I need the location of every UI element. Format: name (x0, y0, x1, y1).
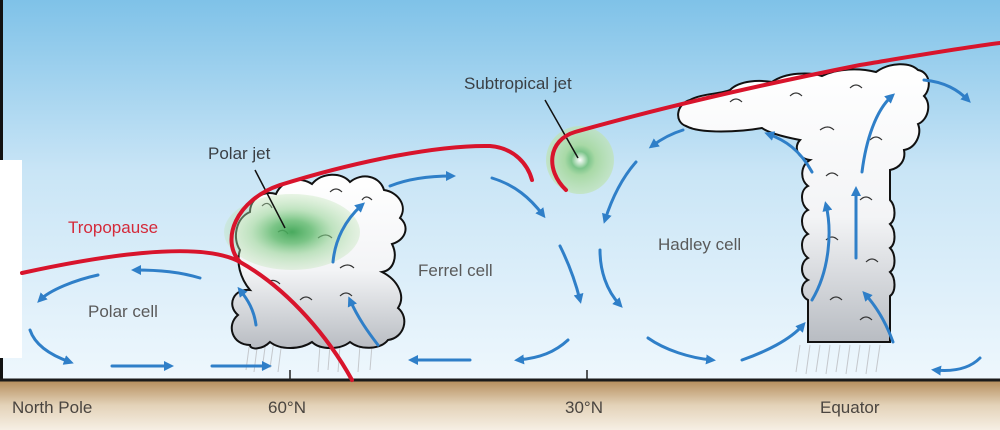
flow-arrow (646, 336, 716, 365)
tropopause-polar-segment (20, 249, 354, 382)
hadley-cell-label: Hadley cell (658, 235, 742, 254)
tropopause-line (20, 41, 1000, 382)
subtropical-jet-leader (544, 99, 579, 159)
flow-arrow (598, 248, 623, 308)
axis-label-60n: 60°N (268, 398, 306, 417)
subtropical-jet-core (546, 126, 614, 194)
axis-label-north-pole: North Pole (12, 398, 93, 417)
flow-arrow (237, 286, 258, 327)
flow-arrow (558, 244, 584, 304)
polar-jet-core (224, 194, 360, 270)
flow-arrow (388, 171, 456, 188)
rain-streaks-equator (795, 344, 881, 375)
flow-arrow (490, 176, 546, 219)
tropopause-ferrel-segment (229, 143, 534, 264)
axis-label-30n: 30°N (565, 398, 603, 417)
tropopause-hadley-segment (550, 41, 1000, 192)
equatorial-cloud-texture (729, 84, 883, 321)
equatorial-cloud (677, 63, 930, 343)
flow-arrow (37, 273, 100, 303)
polar-cell-label: Polar cell (88, 302, 158, 321)
flow-arrow (331, 202, 365, 264)
flow-arrow (931, 356, 982, 376)
flow-arrow (347, 296, 380, 347)
ground (0, 380, 1000, 430)
ferrel-cell-label: Ferrel cell (418, 261, 493, 280)
flow-arrow (514, 338, 570, 365)
tropopause-label: Tropopause (68, 218, 159, 237)
flow-arrow (922, 78, 971, 103)
circulation-arrows (28, 78, 982, 376)
flow-arrow (131, 265, 202, 280)
flow-arrow (740, 321, 806, 362)
subtropical-jet-label: Subtropical jet (464, 74, 572, 93)
axis-label-equator: Equator (820, 398, 880, 417)
polar-jet-leader (254, 169, 286, 229)
flow-arrow (860, 93, 896, 174)
flow-arrow (810, 201, 833, 302)
left-white-panel (0, 160, 22, 358)
flow-arrow (602, 160, 638, 224)
flow-arrow (648, 128, 685, 149)
polar-jet-label: Polar jet (208, 144, 271, 163)
flow-arrow (862, 291, 895, 344)
flow-arrow (764, 131, 814, 174)
flow-arrow (28, 328, 74, 365)
